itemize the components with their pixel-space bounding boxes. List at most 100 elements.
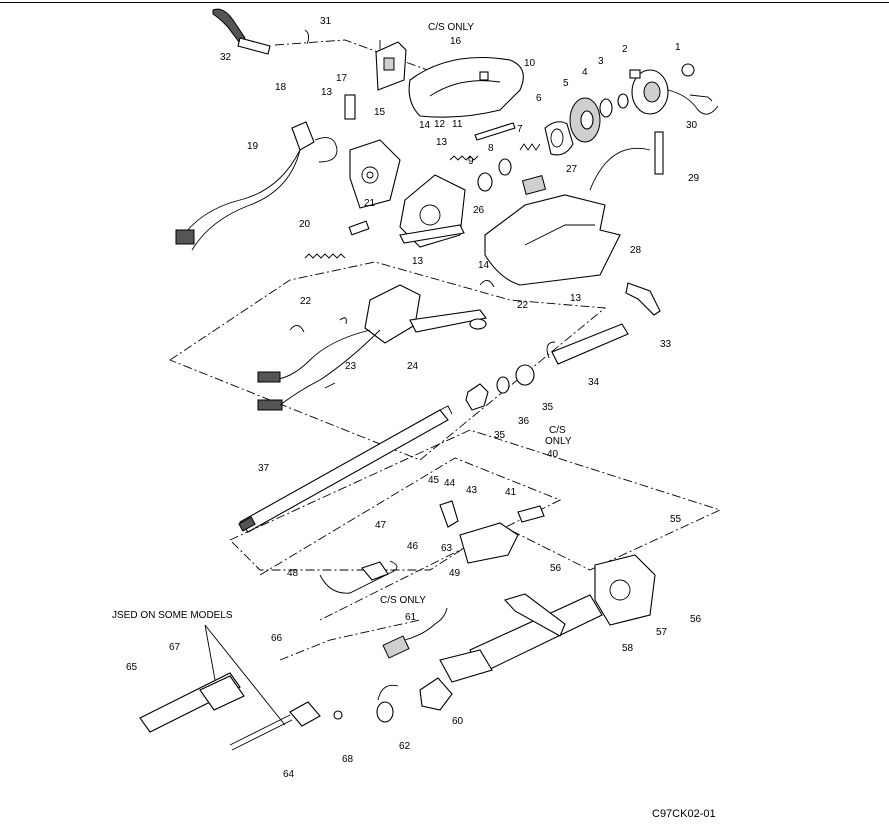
callout-27: 27: [566, 164, 578, 175]
callout-12: 12: [434, 119, 446, 130]
callout-46: 46: [407, 541, 419, 552]
callout-56-a: 56: [550, 563, 562, 574]
callout-28: 28: [630, 245, 642, 256]
part-64-shaft: [229, 714, 293, 751]
callout-40: 40: [547, 449, 559, 460]
part-62-ring: [376, 701, 394, 723]
callout-35-a: 35: [542, 402, 554, 413]
part-22-ring: [479, 280, 495, 288]
callout-17: 17: [336, 73, 348, 84]
note-used-on-some-models: JSED ON SOME MODELS: [112, 610, 233, 621]
callout-8: 8: [488, 143, 494, 154]
part-24-lever: [409, 309, 487, 333]
note-cs-only-61: C/S ONLY: [380, 595, 426, 606]
note-cs-only-40-line1: C/S: [549, 425, 566, 436]
part-8-ring: [498, 158, 512, 176]
callout-68: 68: [342, 754, 354, 765]
figure-reference: C97CK02-01: [652, 808, 716, 820]
part-31-pin: [304, 29, 310, 45]
callout-29: 29: [688, 173, 700, 184]
callout-14-a: 14: [419, 120, 431, 131]
callout-10: 10: [524, 58, 536, 69]
part-21-pin: [348, 220, 370, 236]
part-28-wire: [589, 147, 651, 191]
lower-group-outline: [279, 619, 421, 661]
part-60-sleeve: [419, 677, 453, 711]
callout-57: 57: [656, 627, 668, 638]
part-49-housing: [459, 522, 519, 564]
callout-23: 23: [345, 361, 357, 372]
part-35-sector: [465, 383, 489, 411]
part-47-actuator: [361, 561, 389, 581]
part-33-retainer: [625, 282, 661, 316]
top-group-outline: [274, 39, 456, 91]
top-border-line: [0, 2, 889, 3]
callout-13-c: 13: [412, 256, 424, 267]
callout-16: 16: [450, 36, 462, 47]
part-22-ring-b: [289, 325, 305, 333]
callout-13-d: 13: [570, 293, 582, 304]
callout-20: 20: [299, 219, 311, 230]
note-cs-only-40-line2: ONLY: [545, 436, 572, 447]
callout-64: 64: [283, 769, 295, 780]
callout-35-b: 35: [494, 430, 506, 441]
callout-55: 55: [670, 514, 682, 525]
callout-15: 15: [374, 107, 386, 118]
part-19-connector: [175, 229, 195, 245]
callout-45: 45: [428, 475, 440, 486]
part-28-cover: [484, 194, 621, 286]
callout-65: 65: [126, 662, 138, 673]
callout-22-b: 22: [517, 300, 529, 311]
part-24-harness: [269, 329, 371, 381]
part-34-shaft: [551, 323, 629, 365]
callout-21: 21: [364, 198, 376, 209]
callout-13-a: 13: [321, 87, 333, 98]
part-19-harness: [179, 149, 301, 241]
callout-56-b: 56: [690, 614, 702, 625]
callout-61: 61: [405, 612, 417, 623]
part-7-spring: [519, 143, 541, 151]
part-16-window: [383, 57, 395, 71]
note-cs-only-top: C/S ONLY: [428, 22, 474, 33]
callout-67: 67: [169, 642, 181, 653]
callout-44: 44: [444, 478, 456, 489]
callout-32: 32: [220, 52, 232, 63]
callout-43: 43: [466, 485, 478, 496]
callout-5: 5: [563, 78, 569, 89]
callout-19: 19: [247, 141, 259, 152]
part-24-connector-a: [257, 371, 281, 383]
callout-31: 31: [320, 16, 332, 27]
callout-34: 34: [588, 377, 600, 388]
part-4-washer: [599, 98, 613, 118]
part-11-pin: [474, 122, 516, 141]
callout-48: 48: [287, 568, 299, 579]
part-44-lever: [439, 500, 459, 528]
part-57-bracket: [594, 554, 656, 626]
callout-62: 62: [399, 741, 411, 752]
callout-36: 36: [518, 416, 530, 427]
callout-14-b: 14: [478, 260, 490, 271]
callout-11: 11: [452, 119, 463, 130]
callout-47: 47: [375, 520, 387, 531]
part-24-connector-b: [257, 399, 283, 411]
callout-60: 60: [452, 716, 464, 727]
part-61-switch: [382, 635, 410, 659]
part-15-housing: [349, 139, 401, 209]
part-58-plate: [439, 649, 493, 683]
callout-13-b: 13: [436, 137, 448, 148]
part-19-switch: [291, 121, 315, 151]
callout-49: 49: [449, 568, 461, 579]
callout-18: 18: [275, 82, 287, 93]
callout-33: 33: [660, 339, 672, 350]
lock-group-outline: [229, 429, 722, 571]
callout-66: 66: [271, 633, 283, 644]
part-20-spring: [304, 253, 346, 259]
part-37-shaft: [239, 409, 449, 533]
callout-22-a: 22: [300, 296, 312, 307]
part-24-switch: [364, 284, 421, 344]
callout-24: 24: [407, 361, 419, 372]
part-29-pin: [654, 131, 664, 175]
callout-7: 7: [517, 124, 523, 135]
callout-41: 41: [505, 487, 517, 498]
